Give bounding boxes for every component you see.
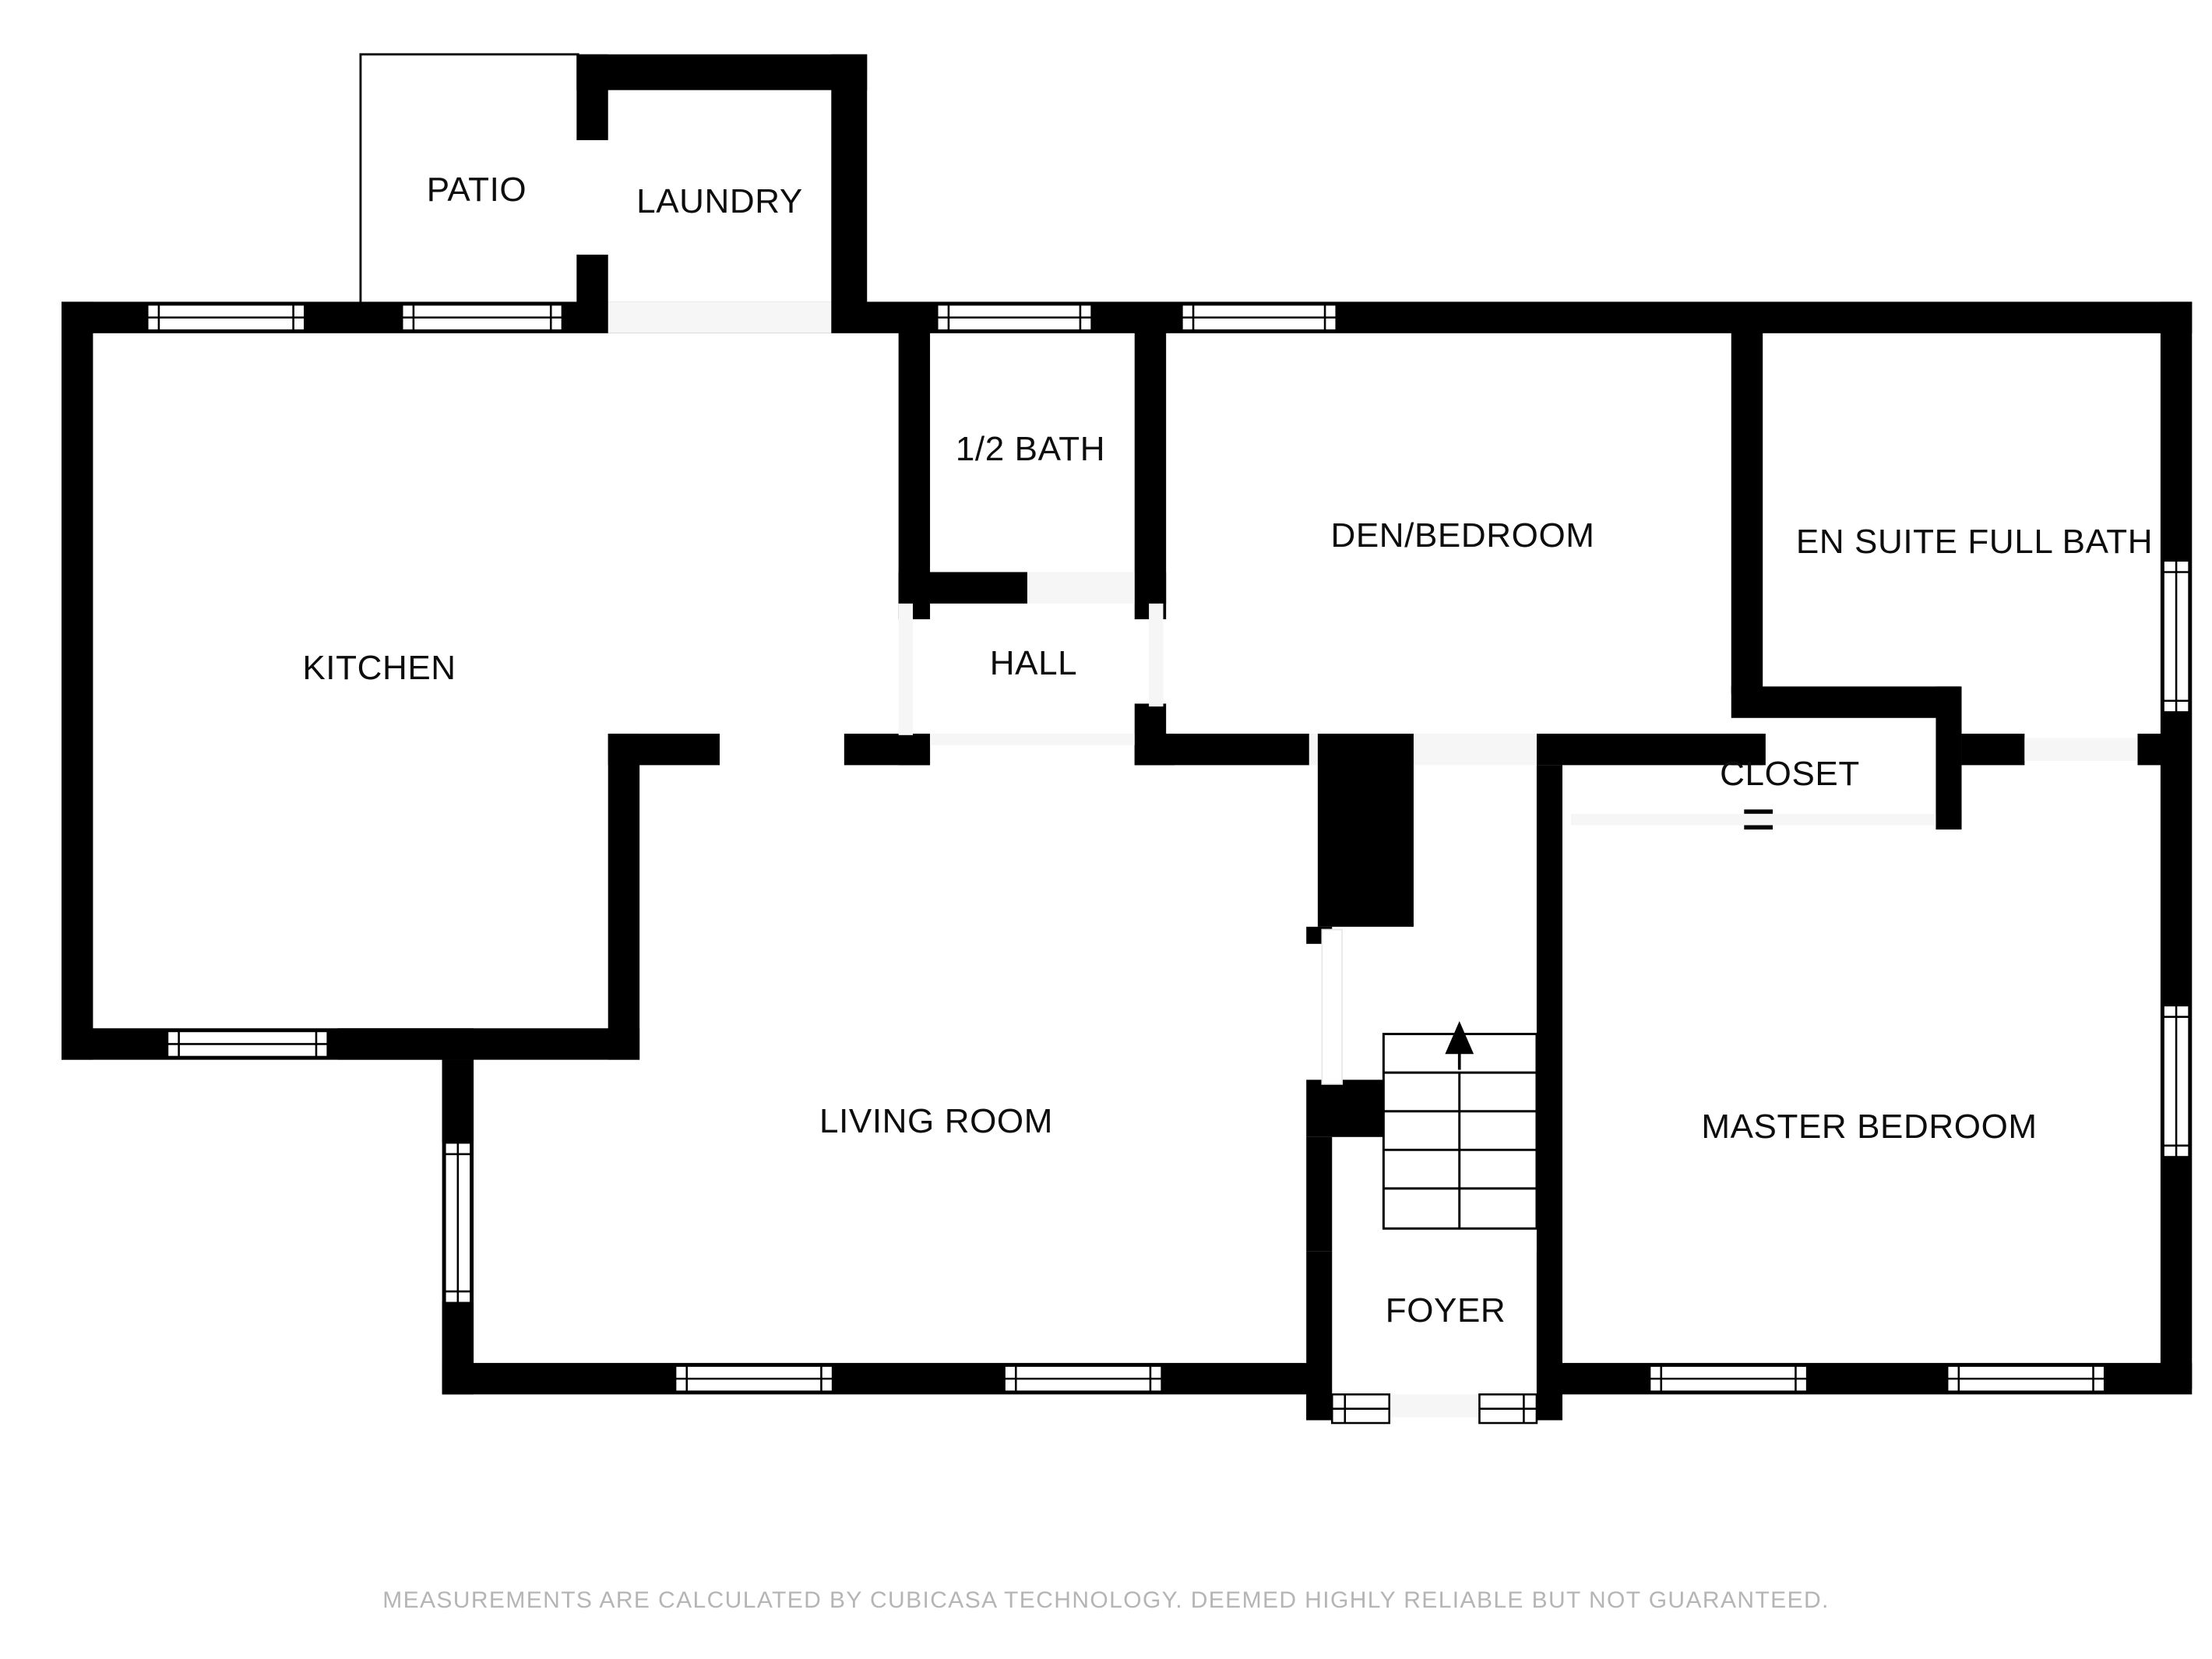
laundry-house-opening [608, 301, 832, 333]
window-halfbath-top [935, 303, 1093, 332]
staircase [1382, 1021, 1538, 1230]
stairwell-opening [1321, 928, 1344, 1085]
floor-fills [83, 90, 2172, 1452]
window-master-bottom-2 [1946, 1365, 2106, 1393]
window-foyer-sidelite-left [1330, 1393, 1391, 1425]
den-stairs-opening [1413, 733, 1537, 766]
room-label-hall: HALL [989, 644, 1078, 682]
laundry-walls [576, 54, 868, 319]
right-exterior-wall [2160, 301, 2193, 1389]
room-label-half-bath: 1/2 BATH [955, 430, 1106, 468]
room-label-laundry: LAUNDRY [636, 182, 803, 220]
measurement-disclaimer: MEASUREMENTS ARE CALCULATED BY CUBICASA … [382, 1587, 1830, 1613]
window-master-bottom-1 [1648, 1365, 1809, 1393]
den-bedroom-walls [1166, 322, 1766, 766]
patio-laundry-door-opening [576, 139, 608, 255]
room-label-patio: PATIO [426, 171, 527, 209]
room-label-master-bedroom: MASTER BEDROOM [1701, 1108, 2038, 1146]
half-bath-walls [898, 322, 1167, 620]
window-ensuite-right [2162, 559, 2190, 713]
window-living-bottom-1 [674, 1365, 834, 1393]
closet-door-opening [1571, 813, 1936, 826]
window-kitchen-bottom [166, 1030, 329, 1058]
hall-right-opening [1149, 603, 1164, 707]
half-bath-door-opening [1027, 572, 1135, 604]
window-kitchen-top-1 [146, 303, 306, 332]
top-exterior-wall [61, 301, 2193, 333]
window-master-right [2162, 1004, 2190, 1158]
room-label-kitchen: KITCHEN [302, 649, 456, 687]
patio-outline [359, 53, 579, 315]
ensuite-door-opening [2024, 738, 2138, 761]
closet-walls [1731, 686, 2164, 830]
room-label-en-suite-full-bath: EN SUITE FULL BATH [1795, 523, 2154, 561]
window-living-bottom-2 [1003, 1365, 1163, 1393]
room-label-living-room: LIVING ROOM [819, 1102, 1053, 1140]
window-den-top [1181, 303, 1338, 332]
hall-living-opening [930, 733, 1135, 745]
window-kitchen-top-2 [400, 303, 564, 332]
window-living-left [444, 1141, 472, 1305]
hall-walls [844, 572, 1175, 766]
window-foyer-sidelite-right [1478, 1393, 1538, 1425]
room-label-den-bedroom: DEN/BEDROOM [1330, 516, 1595, 555]
stairs-up-arrow-icon [1445, 1021, 1474, 1055]
hall-left-opening [898, 603, 914, 735]
living-room-walls [442, 1059, 1316, 1395]
room-label-foyer: FOYER [1385, 1291, 1506, 1330]
room-label-closet: CLOSET [1720, 755, 1860, 793]
